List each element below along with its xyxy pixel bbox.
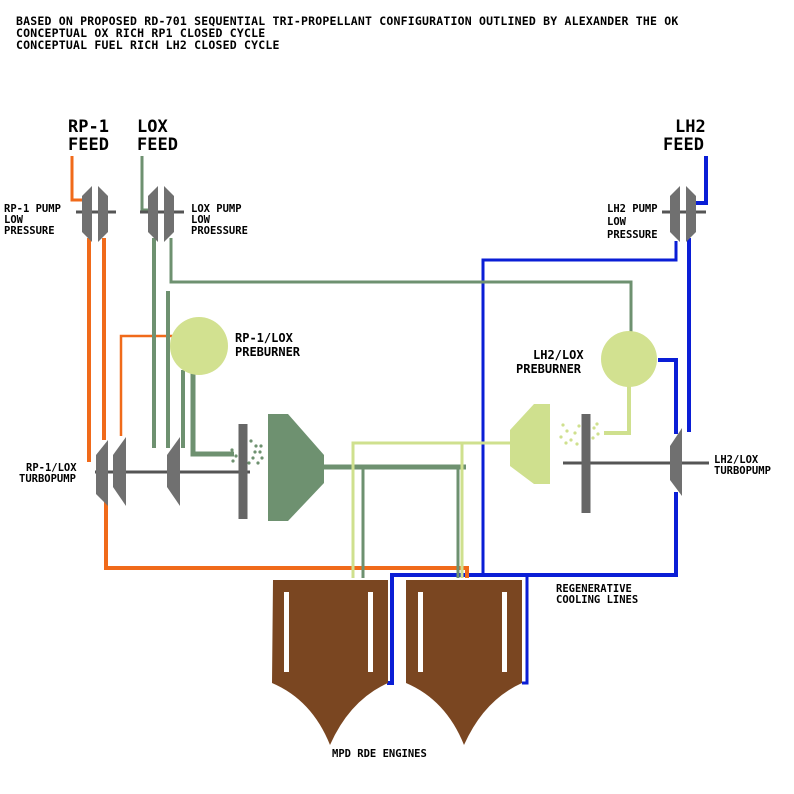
rde-engine-left <box>272 580 388 745</box>
rp1-preburner <box>170 317 228 375</box>
lh2-lowpressure-pump <box>662 186 706 242</box>
rp1-feed-label-1: RP-1 <box>68 117 109 137</box>
lox-lowpressure-pump <box>140 186 184 242</box>
lh2-turbopump-label-2: TURBOPUMP <box>714 465 771 477</box>
rp1-feed-label-2: FEED <box>68 135 109 155</box>
lh2-preburner-exhaust <box>604 386 631 435</box>
lox-feed-label-2: FEED <box>137 135 178 155</box>
engines-label: MPD RDE ENGINES <box>332 748 427 760</box>
header-line-2: CONCEPTUAL OX RICH RP1 CLOSED CYCLE <box>16 26 265 40</box>
rp1-turbopump <box>96 437 180 506</box>
rp1-turbopump-label-2: TURBOPUMP <box>19 473 76 485</box>
rp1-pump-label-1: RP-1 PUMP <box>4 203 61 215</box>
lox-feed-line <box>140 156 150 212</box>
lh2-feed-line <box>695 156 708 205</box>
rp1-pump-label-3: PRESSURE <box>4 225 55 237</box>
lh2-preburner <box>601 331 657 387</box>
lh2-turbopump <box>670 428 682 496</box>
rp1-turbopump-label-1: RP-1/LOX <box>26 462 77 474</box>
lh2-lines <box>387 156 708 685</box>
lox-pump-label-3: PROESSURE <box>191 225 248 237</box>
lh2-feed-label-1: LH2 <box>675 117 706 137</box>
regen-label-1: REGENERATIVE <box>556 583 632 595</box>
lox-feed-label-1: LOX <box>137 117 168 137</box>
lh2-injector-spray <box>559 422 600 446</box>
rp1-pump-label-2: LOW <box>4 214 24 226</box>
lox-lines <box>140 156 633 578</box>
lh2-feed-label-2: FEED <box>663 135 704 155</box>
lh2-pump-label-2: LOW <box>607 216 627 228</box>
rp1-preburner-label-2: PREBURNER <box>235 345 301 359</box>
lh2-gas-lines <box>351 386 631 578</box>
lh2-turbopump-label-1: LH2/LOX <box>714 454 759 466</box>
lh2-gas-line <box>351 441 510 578</box>
rp1-turbine-exhaust-cone <box>268 414 324 521</box>
rp1-lines <box>70 156 469 578</box>
rp1-preburner-line <box>119 334 176 436</box>
rp1-injector-spray <box>230 439 264 465</box>
lh2-regen-line-2 <box>516 573 529 685</box>
lox-lh2-side-line <box>169 238 633 334</box>
lh2-turbine-exhaust-cone <box>510 404 550 484</box>
rp1-preburner-label-1: RP-1/LOX <box>235 331 294 345</box>
lh2-regen-line <box>387 492 678 685</box>
lh2-preburner-label-2: PREBURNER <box>516 362 582 376</box>
lox-pump-label-2: LOW <box>191 214 211 226</box>
rp1-preburner-exhaust <box>190 372 234 457</box>
lh2-pump-label-1: LH2 PUMP <box>607 203 658 215</box>
lox-pump-label-1: LOX PUMP <box>191 203 242 215</box>
rp1-regen-line <box>104 500 469 578</box>
lh2-lowpress-line <box>481 241 678 576</box>
header-line-3: CONCEPTUAL FUEL RICH LH2 CLOSED CYCLE <box>16 38 280 52</box>
rde-engine-right <box>406 580 522 745</box>
regen-label-2: COOLING LINES <box>556 594 638 606</box>
lh2-preburner-label-1: LH2/LOX <box>533 348 584 362</box>
header-line-1: BASED ON PROPOSED RD-701 SEQUENTIAL TRI-… <box>16 14 679 28</box>
lh2-preburner-feed <box>658 358 678 434</box>
lh2-pump-label-3: PRESSURE <box>607 229 658 241</box>
rp1-feed-line <box>70 156 84 202</box>
rp1-lowpressure-pump <box>76 186 116 242</box>
